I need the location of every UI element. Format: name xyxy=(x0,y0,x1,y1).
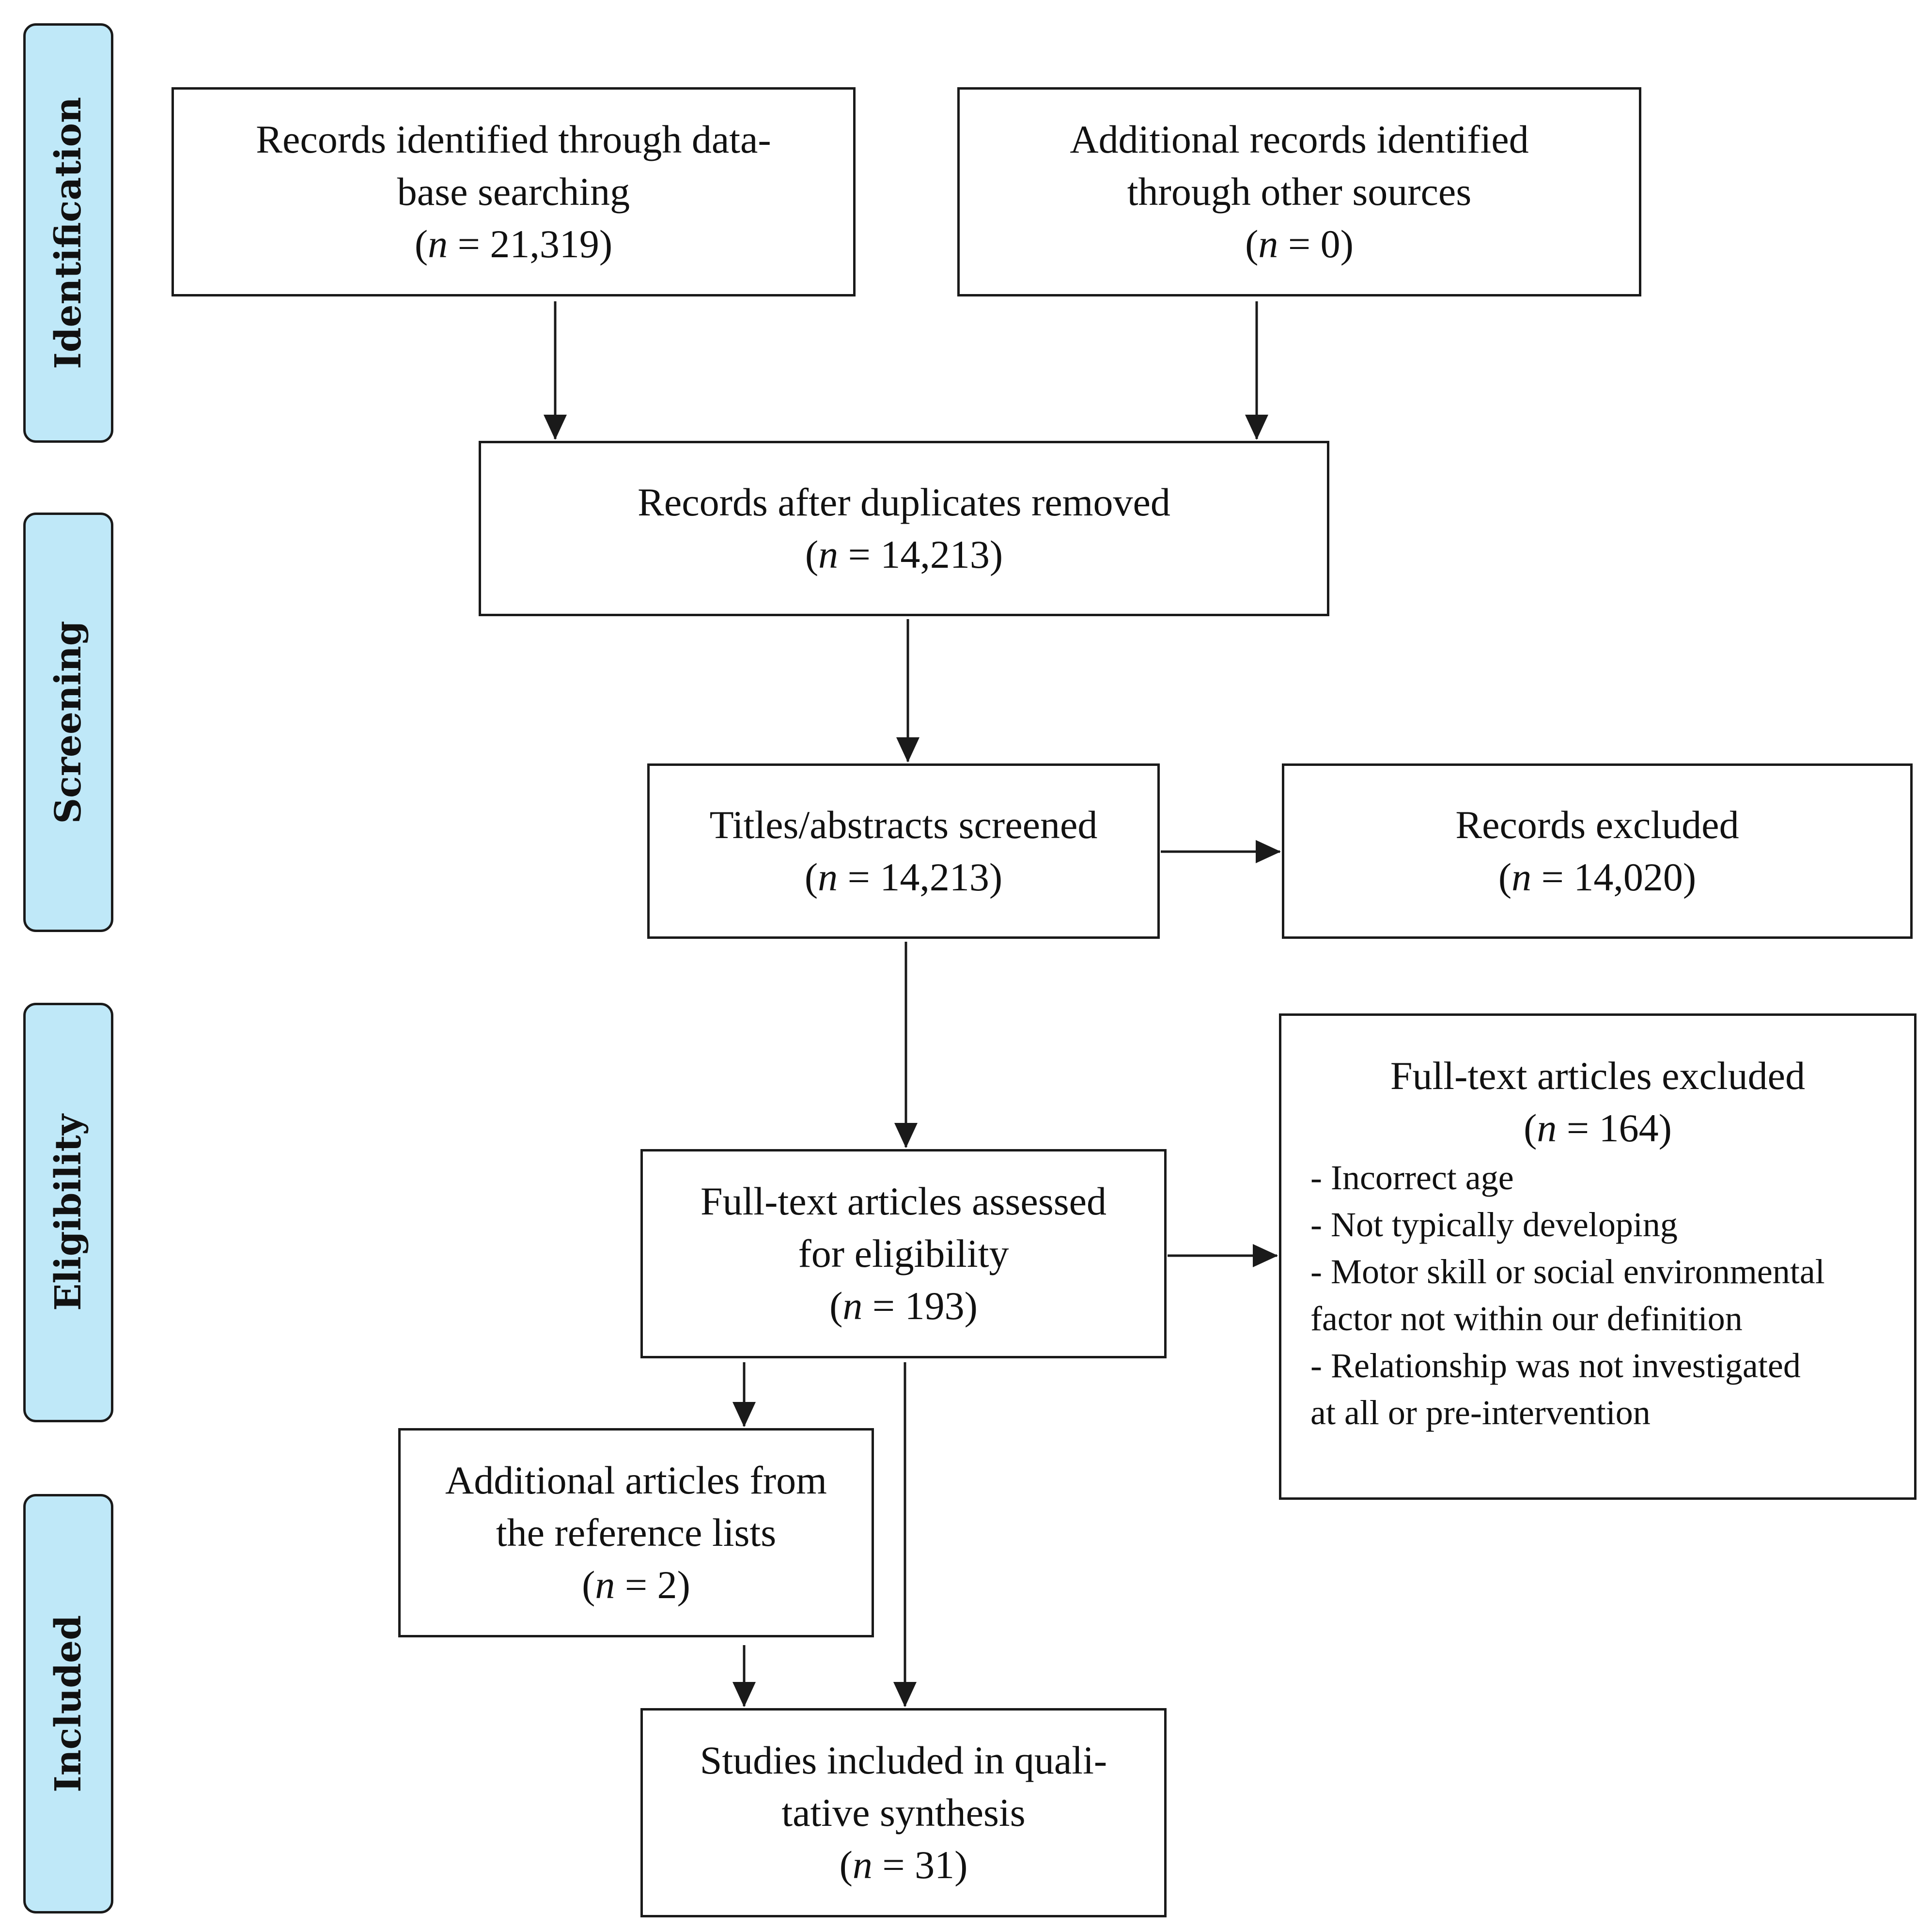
exclusion-reason: factor not within our definition xyxy=(1310,1299,1743,1338)
duplicates-removed-box: Records after duplicates removed (n = 14… xyxy=(479,441,1329,616)
reference-lists-box: Additional articles from the reference l… xyxy=(398,1428,874,1637)
phase-included: Included xyxy=(23,1494,113,1913)
reference-lists-line2: the reference lists xyxy=(496,1510,777,1555)
reference-lists-count: (n = 2) xyxy=(582,1563,690,1607)
records-excluded-box: Records excluded (n = 14,020) xyxy=(1282,763,1913,939)
exclusion-reason: - Incorrect age xyxy=(1310,1158,1514,1197)
included-studies-line1: Studies included in quali- xyxy=(700,1738,1107,1782)
records-excluded-line1: Records excluded xyxy=(1455,803,1739,847)
fulltext-excluded-box: Full-text articles excluded (n = 164) - … xyxy=(1279,1013,1916,1500)
included-studies-count: (n = 31) xyxy=(839,1843,968,1887)
other-records-box: Additional records identified through ot… xyxy=(957,87,1641,296)
exclusion-reason: - Not typically developing xyxy=(1310,1205,1678,1244)
phase-identification: Identification xyxy=(23,23,113,443)
phase-screening: Screening xyxy=(23,513,113,932)
records-excluded-count: (n = 14,020) xyxy=(1498,855,1697,899)
included-studies-box: Studies included in quali- tative synthe… xyxy=(640,1708,1167,1917)
exclusion-reason: - Motor skill or social environmental xyxy=(1310,1252,1825,1291)
other-records-line1: Additional records identified xyxy=(1070,117,1529,161)
exclusion-reason: - Relationship was not investigated xyxy=(1310,1346,1801,1385)
duplicates-removed-count: (n = 14,213) xyxy=(805,532,1003,576)
phase-eligibility: Eligibility xyxy=(23,1003,113,1422)
fulltext-assessed-box: Full-text articles assessed for eligibil… xyxy=(640,1149,1167,1358)
screened-line1: Titles/abstracts screened xyxy=(709,803,1098,847)
duplicates-removed-line1: Records after duplicates removed xyxy=(638,480,1170,524)
database-records-line2: base searching xyxy=(397,170,630,214)
fulltext-assessed-line2: for eligibility xyxy=(798,1231,1009,1276)
screened-count: (n = 14,213) xyxy=(804,855,1003,899)
database-records-line1: Records identified through data- xyxy=(256,117,771,161)
database-records-count: (n = 21,319) xyxy=(414,222,613,266)
reference-lists-line1: Additional articles from xyxy=(445,1458,827,1502)
fulltext-assessed-count: (n = 193) xyxy=(829,1284,978,1328)
exclusion-reason: at all or pre-intervention xyxy=(1310,1393,1651,1432)
screened-box: Titles/abstracts screened (n = 14,213) xyxy=(647,763,1160,939)
fulltext-excluded-count: (n = 164) xyxy=(1524,1106,1672,1150)
database-records-box: Records identified through data- base se… xyxy=(171,87,856,296)
included-studies-line2: tative synthesis xyxy=(781,1790,1026,1835)
other-records-line2: through other sources xyxy=(1127,170,1472,214)
fulltext-excluded-line1: Full-text articles excluded xyxy=(1390,1054,1806,1098)
other-records-count: (n = 0) xyxy=(1245,222,1354,266)
fulltext-assessed-line1: Full-text articles assessed xyxy=(700,1179,1107,1223)
